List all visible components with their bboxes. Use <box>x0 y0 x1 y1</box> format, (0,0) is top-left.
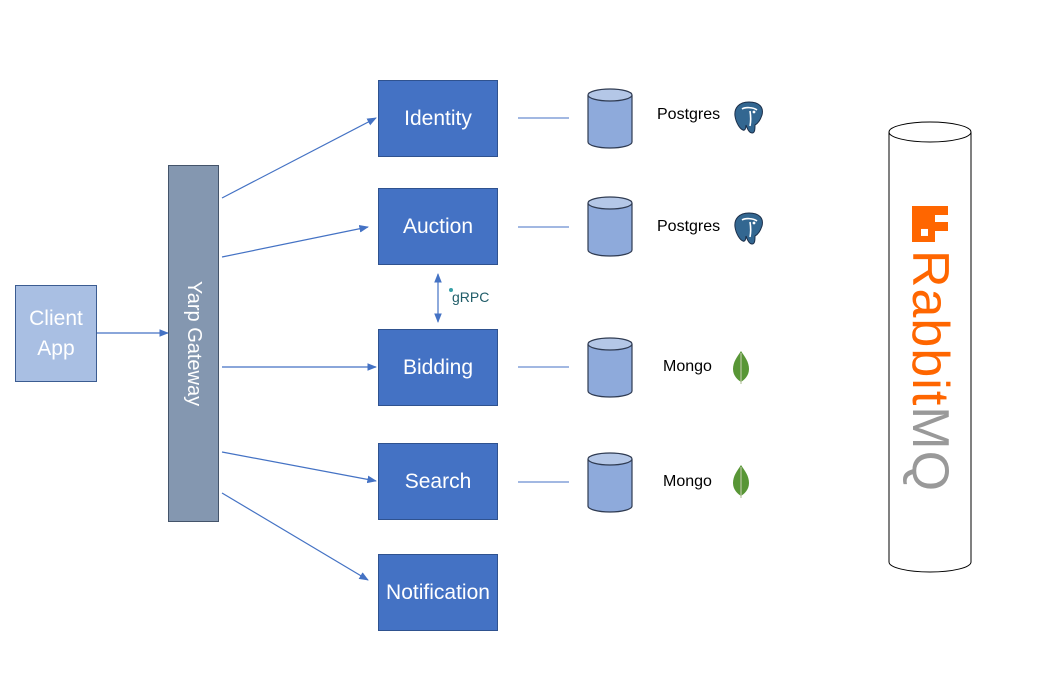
service-notification: Notification <box>378 554 498 631</box>
rabbitmq-cylinder <box>888 121 972 573</box>
yarp-gateway-node: Yarp Gateway <box>168 165 219 522</box>
rabbitmq-brand-text: Rabbit <box>901 249 959 407</box>
grpc-label: gRPC <box>452 289 490 305</box>
gateway-label: Yarp Gateway <box>183 280 205 407</box>
service-identity: Identity <box>378 80 498 157</box>
service-auction: Auction <box>378 188 498 265</box>
arrow-gateway-to-notification <box>221 492 369 581</box>
arrow-gateway-to-auction <box>221 224 369 258</box>
arrow-gateway-to-identity <box>221 117 377 199</box>
db-label-search: Mongo <box>663 473 712 490</box>
database-cylinder-auction <box>587 196 633 257</box>
database-cylinder-bidding <box>587 337 633 398</box>
service-bidding: Bidding <box>378 329 498 406</box>
mongo-icon <box>733 465 749 498</box>
rabbitmq-brand-suffix: MQ <box>901 406 959 493</box>
postgres-icon <box>734 101 763 134</box>
service-search: Search <box>378 443 498 520</box>
mongo-icon <box>733 351 749 384</box>
db-label-bidding: Mongo <box>663 358 712 375</box>
db-label-auction: Postgres <box>657 218 721 235</box>
grpc-dot <box>449 288 453 292</box>
postgres-icon <box>734 212 763 245</box>
rabbitmq-icon <box>912 205 948 242</box>
db-label-identity: Postgres <box>657 106 721 123</box>
database-cylinder-search <box>587 452 633 513</box>
arrow-gateway-to-search <box>221 451 377 484</box>
database-cylinder-identity <box>587 88 633 149</box>
client-app-node: Client App <box>15 285 97 382</box>
